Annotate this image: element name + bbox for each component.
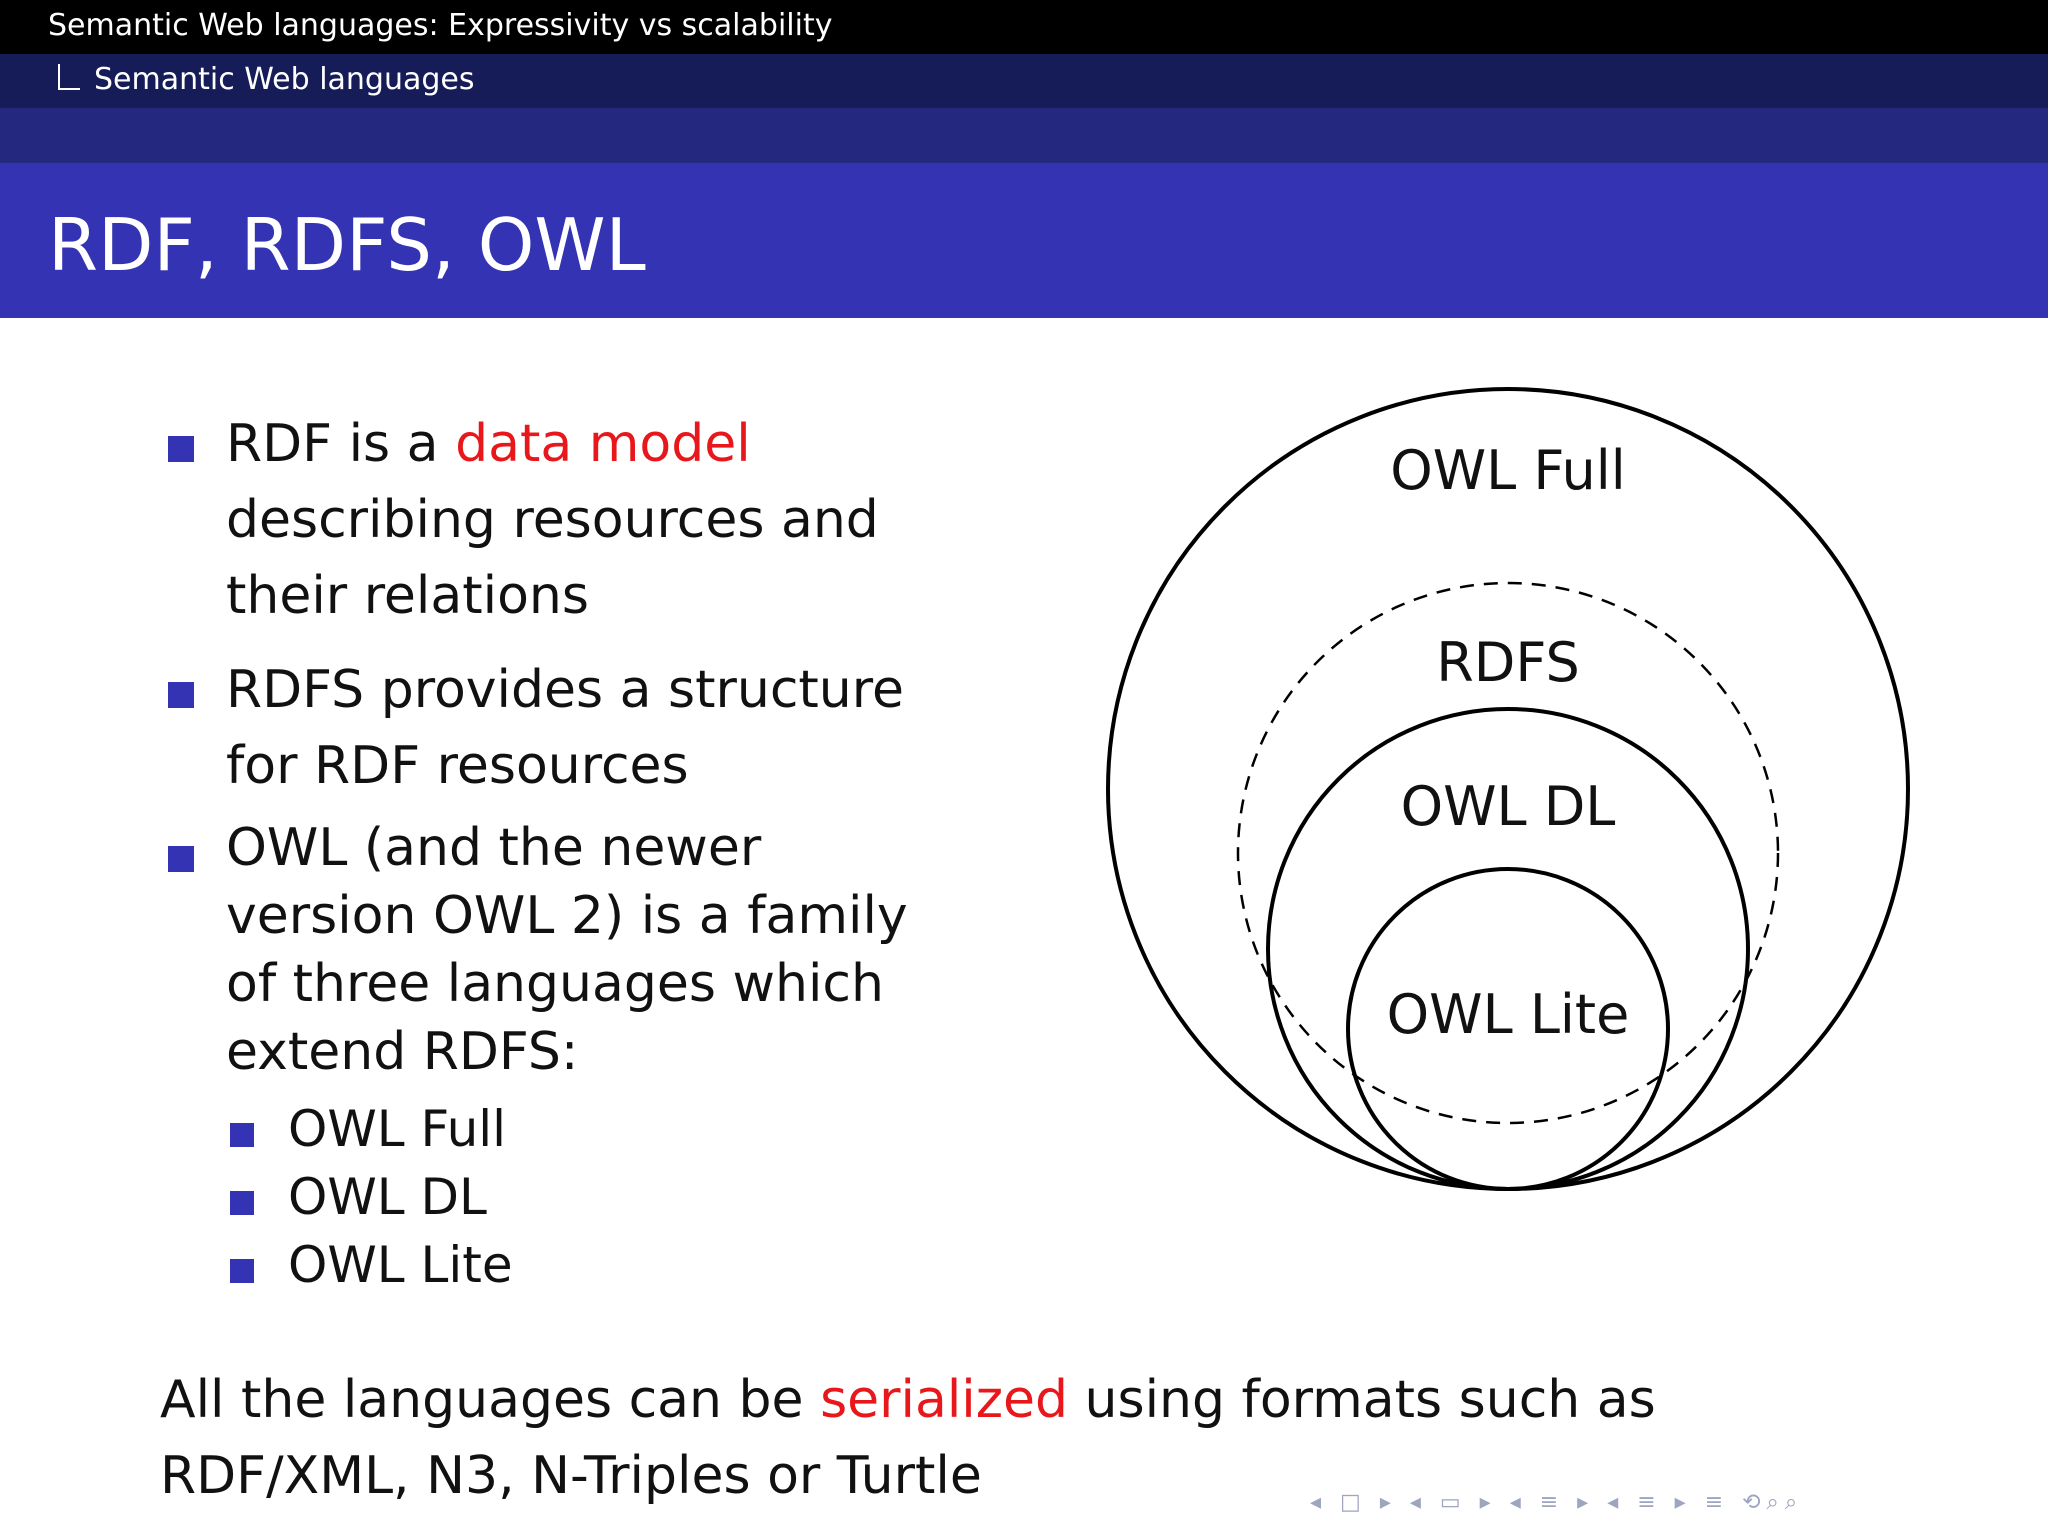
rdfs-label: RDFS [1436, 631, 1580, 694]
sub-item-owl-lite: OWL Lite [288, 1236, 513, 1294]
bullet-square-icon [168, 682, 194, 708]
sub-item-owl-dl: OWL DL [288, 1168, 487, 1226]
bullet-1-line-1: RDF is a data model [226, 406, 751, 482]
footer-highlight: serialized [820, 1370, 1069, 1430]
language-inclusion-diagram: OWL Full RDFS OWL DL OWL Lite [1106, 387, 1910, 1191]
header-spacer-bar [0, 108, 2048, 163]
bullet-2-line-2: for RDF resources [226, 736, 689, 796]
owl-lite-circle [1346, 867, 1670, 1191]
footer-line-1: All the languages can be serialized usin… [160, 1362, 1656, 1438]
bullet-3-line-1: OWL (and the newer [226, 818, 762, 878]
sub-bullet-square-icon [230, 1123, 254, 1147]
bullet-3-line-3: of three languages which [226, 954, 884, 1014]
sub-bullet-square-icon [230, 1259, 254, 1283]
bullet-1-text: RDF is a [226, 414, 456, 474]
sub-bullet-square-icon [230, 1191, 254, 1215]
slide-title: RDF, RDFS, OWL [48, 203, 646, 287]
bullet-3-line-4: extend RDFS: [226, 1022, 579, 1082]
header-section-bar: Semantic Web languages: Expressivity vs … [0, 0, 2048, 54]
bullet-1-line-3: their relations [226, 566, 589, 626]
bullet-3-line-2: version OWL 2) is a family [226, 886, 908, 946]
bullet-square-icon [168, 846, 194, 872]
header-subsection-title: Semantic Web languages [94, 62, 475, 97]
owl-lite-label: OWL Lite [1387, 983, 1630, 1046]
sub-item-owl-full: OWL Full [288, 1100, 507, 1158]
navigation-symbols[interactable]: ◂ □ ▸ ◂ ▭ ▸ ◂ ≡ ▸ ◂ ≡ ▸ ≡ ⟲⌕⌕ [1310, 1490, 1804, 1515]
bullet-1-line-2: describing resources and [226, 490, 879, 550]
header-section-title: Semantic Web languages: Expressivity vs … [48, 8, 833, 43]
footer-text-pre: All the languages can be [160, 1370, 821, 1430]
owl-full-label: OWL Full [1390, 439, 1626, 502]
bullet-square-icon [168, 436, 194, 462]
bullet-2-line-1: RDFS provides a structure [226, 660, 904, 720]
subsection-corner-icon [58, 64, 80, 90]
owl-dl-label: OWL DL [1401, 775, 1616, 838]
footer-line-2: RDF/XML, N3, N-Triples or Turtle [160, 1446, 982, 1506]
footer-text-post: using formats such as [1068, 1370, 1656, 1430]
header-subsection-bar: Semantic Web languages [0, 54, 2048, 108]
rdfs-dashed-circle [1236, 581, 1780, 1125]
title-bar: RDF, RDFS, OWL [0, 163, 2048, 318]
footer-text: All the languages can be serialized usin… [160, 1362, 1656, 1514]
bullet-1-highlight: data model [455, 414, 751, 474]
